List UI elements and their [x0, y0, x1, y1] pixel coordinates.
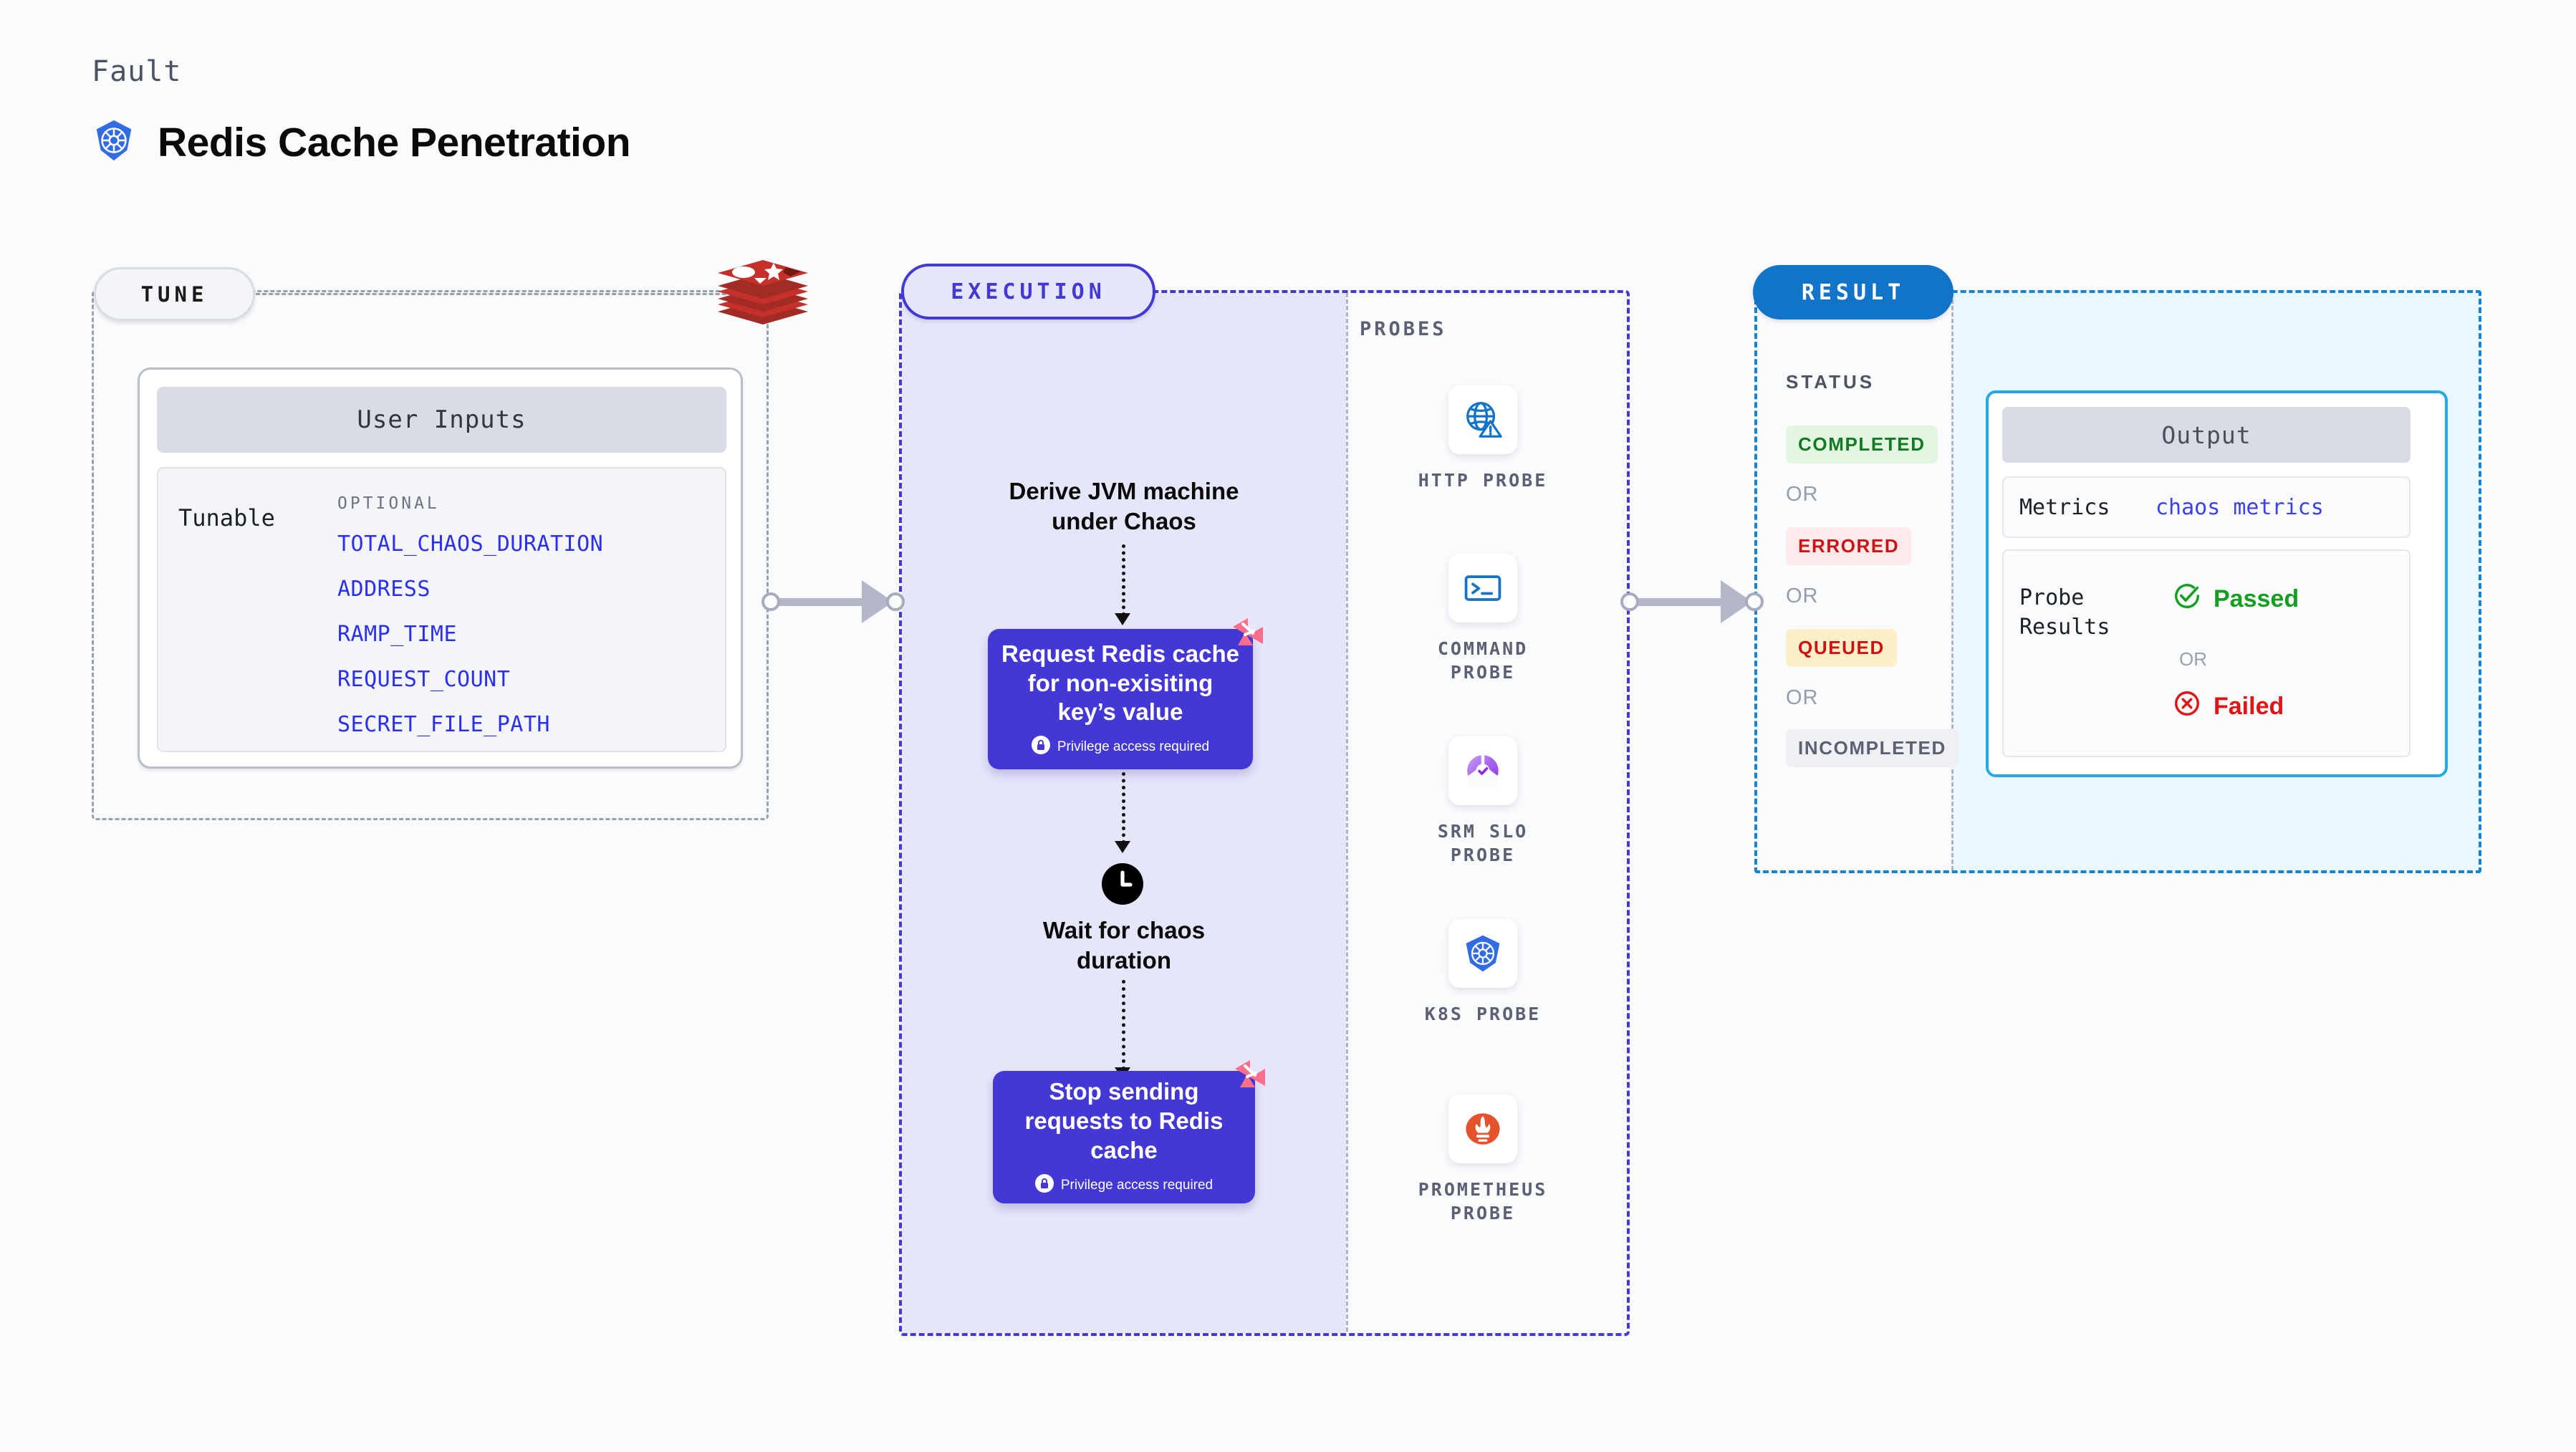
user-inputs-card: User Inputs Tunable OPTIONAL TOTAL_CHAOS… [138, 367, 743, 769]
srm-slo-icon [1448, 736, 1517, 805]
litmus-logo-icon [1231, 617, 1265, 651]
status-or-3: OR [1786, 686, 1819, 709]
optional-params-column: OPTIONAL TOTAL_CHAOS_DURATION ADDRESS RA… [337, 494, 603, 757]
probe-command[interactable]: COMMAND PROBE [1400, 554, 1565, 684]
probe-srm-slo[interactable]: SRM SLO PROBE [1400, 736, 1565, 867]
probes-section-label: PROBES [1360, 318, 1447, 340]
status-badge-errored: ERRORED [1786, 527, 1912, 565]
probe-label: SRM SLO PROBE [1437, 821, 1529, 865]
metrics-value[interactable]: chaos metrics [2156, 494, 2324, 520]
tune-panel [92, 290, 769, 820]
result-stage-pill[interactable]: RESULT [1753, 265, 1953, 319]
result-divider [1951, 293, 1953, 870]
probe-result-passed: Passed [2172, 581, 2299, 617]
arrow-tune-to-execution [761, 580, 905, 623]
lock-icon [1031, 736, 1050, 759]
passed-label: Passed [2214, 585, 2299, 612]
user-inputs-title: User Inputs [157, 387, 726, 453]
probe-k8s[interactable]: K8S PROBE [1400, 919, 1565, 1026]
flow-connector-2 [1122, 772, 1125, 844]
optional-label: OPTIONAL [337, 494, 440, 513]
privilege-note: Privilege access required [1031, 736, 1210, 759]
param-ramp-time[interactable]: RAMP_TIME [337, 622, 458, 647]
status-or-1: OR [1786, 483, 1819, 506]
execution-stage-pill[interactable]: EXECUTION [901, 264, 1155, 319]
status-or-2: OR [1786, 585, 1819, 607]
tune-stage-pill[interactable]: TUNE [94, 267, 255, 321]
execution-panel [899, 290, 1630, 1336]
action-label: Request Redis cache for non-exisiting ke… [1001, 640, 1239, 726]
check-circle-icon [2172, 581, 2202, 617]
probe-label: COMMAND PROBE [1437, 638, 1529, 683]
privilege-note-text: Privilege access required [1060, 1177, 1213, 1193]
arrow-execution-to-result [1620, 580, 1764, 623]
probe-label: HTTP PROBE [1418, 470, 1548, 491]
probe-http[interactable]: HTTP PROBE [1400, 385, 1565, 492]
terminal-icon [1448, 554, 1517, 622]
page-title-row: Redis Cache Penetration [92, 118, 631, 166]
x-circle-icon [2172, 688, 2202, 725]
failed-label: Failed [2214, 693, 2284, 720]
probe-prometheus[interactable]: PROMETHEUS PROBE [1400, 1095, 1565, 1225]
action-label: Stop sending requests to Redis cache [1024, 1078, 1224, 1163]
flow-connector-3 [1122, 980, 1125, 1070]
output-title: Output [2002, 407, 2411, 463]
status-badge-queued: QUEUED [1786, 629, 1897, 667]
status-label: STATUS [1786, 371, 1875, 393]
execution-action-stop-sending[interactable]: Stop sending requests to Redis cache Pri… [993, 1060, 1265, 1203]
kubernetes-icon [1448, 919, 1517, 988]
result-panel [1754, 290, 2481, 873]
probes-divider [1346, 293, 1348, 1332]
tunable-box: Tunable OPTIONAL TOTAL_CHAOS_DURATION AD… [157, 467, 726, 752]
redis-logo [716, 254, 809, 333]
globe-warning-icon [1448, 385, 1517, 454]
flow-arrowhead-1 [1115, 613, 1130, 625]
flow-arrowhead-2 [1115, 841, 1130, 853]
lock-icon [1034, 1173, 1054, 1197]
metrics-row: Metrics chaos metrics [2002, 476, 2411, 538]
tune-source-connector [256, 293, 772, 295]
tunable-label: Tunable [178, 504, 275, 532]
param-secret-file-path[interactable]: SECRET_FILE_PATH [337, 712, 550, 737]
privilege-note: Privilege access required [1034, 1173, 1213, 1197]
execution-step-wait-chaos: Wait for chaos duration [1042, 917, 1206, 973]
param-request-count[interactable]: REQUEST_COUNT [337, 667, 511, 692]
kubernetes-icon [92, 118, 136, 166]
probe-label: K8S PROBE [1424, 1004, 1542, 1024]
probe-result-or: OR [2179, 648, 2207, 670]
execution-action-request-redis[interactable]: Request Redis cache for non-exisiting ke… [988, 618, 1263, 769]
execution-step-derive-jvm: Derive JVM machine under Chaos [1009, 478, 1239, 534]
metrics-key: Metrics [2019, 494, 2110, 520]
litmus-logo-icon [1233, 1059, 1267, 1093]
prometheus-icon [1448, 1095, 1517, 1163]
param-address[interactable]: ADDRESS [337, 577, 431, 602]
page-eyebrow: Fault [92, 55, 182, 88]
clock-icon [1102, 863, 1143, 905]
privilege-note-text: Privilege access required [1057, 739, 1210, 755]
param-total-chaos-duration[interactable]: TOTAL_CHAOS_DURATION [337, 532, 604, 557]
page-title: Redis Cache Penetration [158, 119, 631, 165]
probe-result-failed: Failed [2172, 688, 2284, 725]
flow-connector-1 [1122, 544, 1125, 616]
probe-label: PROMETHEUS PROBE [1418, 1179, 1548, 1223]
status-badge-incompleted: INCOMPLETED [1786, 729, 1959, 767]
status-badge-completed: COMPLETED [1786, 425, 1938, 463]
